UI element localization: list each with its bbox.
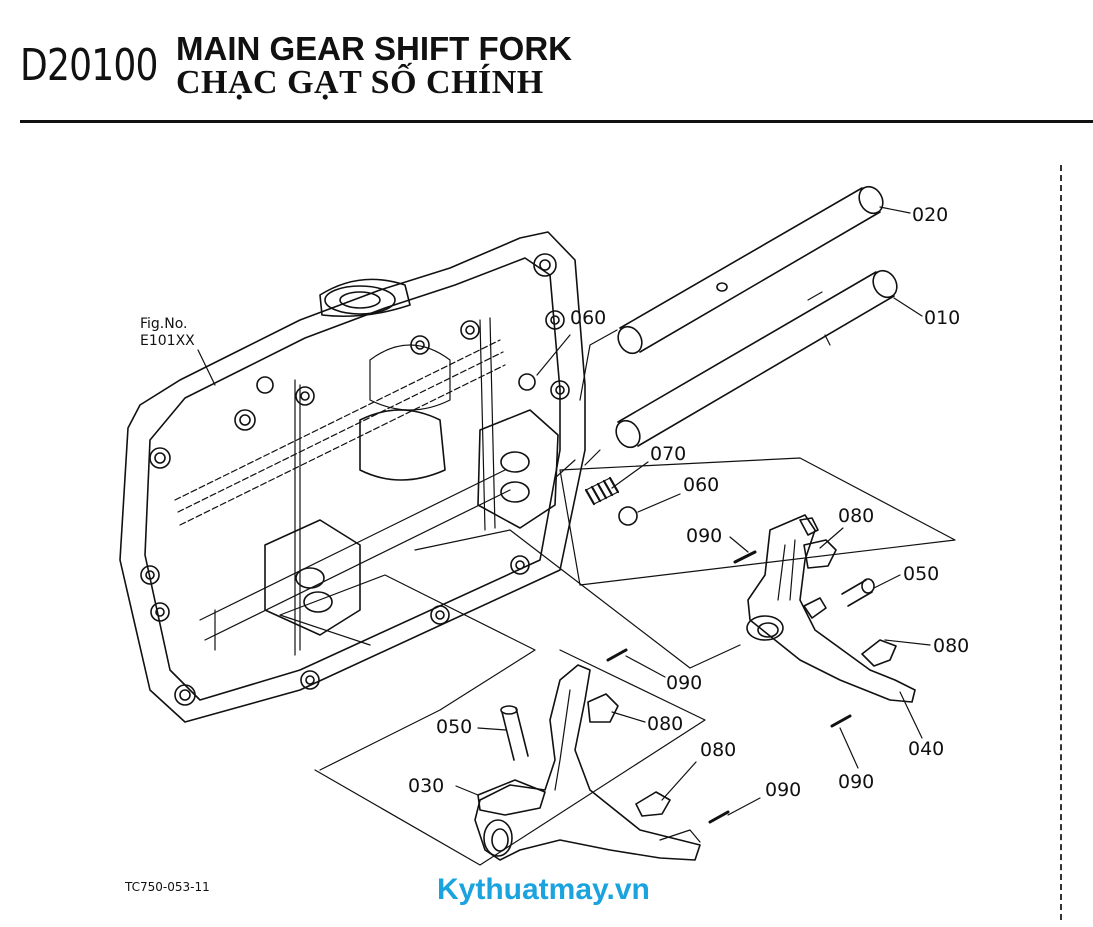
label-070: 070 xyxy=(650,443,686,465)
page-margin-dashed-line xyxy=(1060,165,1062,920)
pin-090-right-lower xyxy=(830,714,852,728)
detent-ball-060-upper xyxy=(518,373,536,391)
shift-rod-010 xyxy=(615,269,898,449)
shift-rod-020 xyxy=(617,185,884,355)
label-090-right-lower: 090 xyxy=(838,771,874,793)
fork-shoe-080-upper-left xyxy=(587,693,619,723)
fork-shoe-080-lower-left xyxy=(635,791,671,817)
transmission-housing xyxy=(119,231,586,723)
diagram-code: D20100 xyxy=(20,40,158,91)
shift-fork-040 xyxy=(746,514,916,703)
fork-shoe-080-lower-right xyxy=(861,639,897,667)
spring-pin-050-left xyxy=(500,705,529,761)
label-090-right-upper: 090 xyxy=(686,525,722,547)
pin-090-right-upper xyxy=(733,550,757,564)
label-060-lower: 060 xyxy=(683,474,719,496)
header-rule xyxy=(20,120,1093,123)
label-010: 010 xyxy=(924,307,960,329)
label-060-upper: 060 xyxy=(570,307,606,329)
fig-ref-line2: E101XX xyxy=(140,333,195,349)
title-vietnamese: CHẠC GẠT SỐ CHÍNH xyxy=(176,64,544,101)
label-080-lower-right: 080 xyxy=(933,635,969,657)
leader-lines xyxy=(197,206,931,816)
fork-shoe-080-upper-right xyxy=(803,539,837,569)
title-english: MAIN GEAR SHIFT FORK xyxy=(176,30,572,67)
pin-090-left-upper xyxy=(606,648,628,662)
detent-ball-060-lower xyxy=(618,506,638,526)
spring-pin-050-right xyxy=(841,578,875,607)
pin-090-left-lower xyxy=(708,810,730,824)
shift-fork-030 xyxy=(474,664,701,861)
drawing-reference: TC750-053-11 xyxy=(125,880,210,894)
label-090-left-lower: 090 xyxy=(765,779,801,801)
label-080-lower-left: 080 xyxy=(700,739,736,761)
label-020: 020 xyxy=(912,204,948,226)
detent-spring-070 xyxy=(584,476,620,506)
label-080-upper-right: 080 xyxy=(838,505,874,527)
watermark-text: Kythuatmay.vn xyxy=(437,873,650,906)
label-040: 040 xyxy=(908,738,944,760)
label-090-left-upper: 090 xyxy=(666,672,702,694)
label-080-upper-left: 080 xyxy=(647,713,683,735)
label-050-right: 050 xyxy=(903,563,939,585)
fig-ref-line1: Fig.No. xyxy=(140,316,188,332)
label-050-left: 050 xyxy=(436,716,472,738)
label-030: 030 xyxy=(408,775,444,797)
